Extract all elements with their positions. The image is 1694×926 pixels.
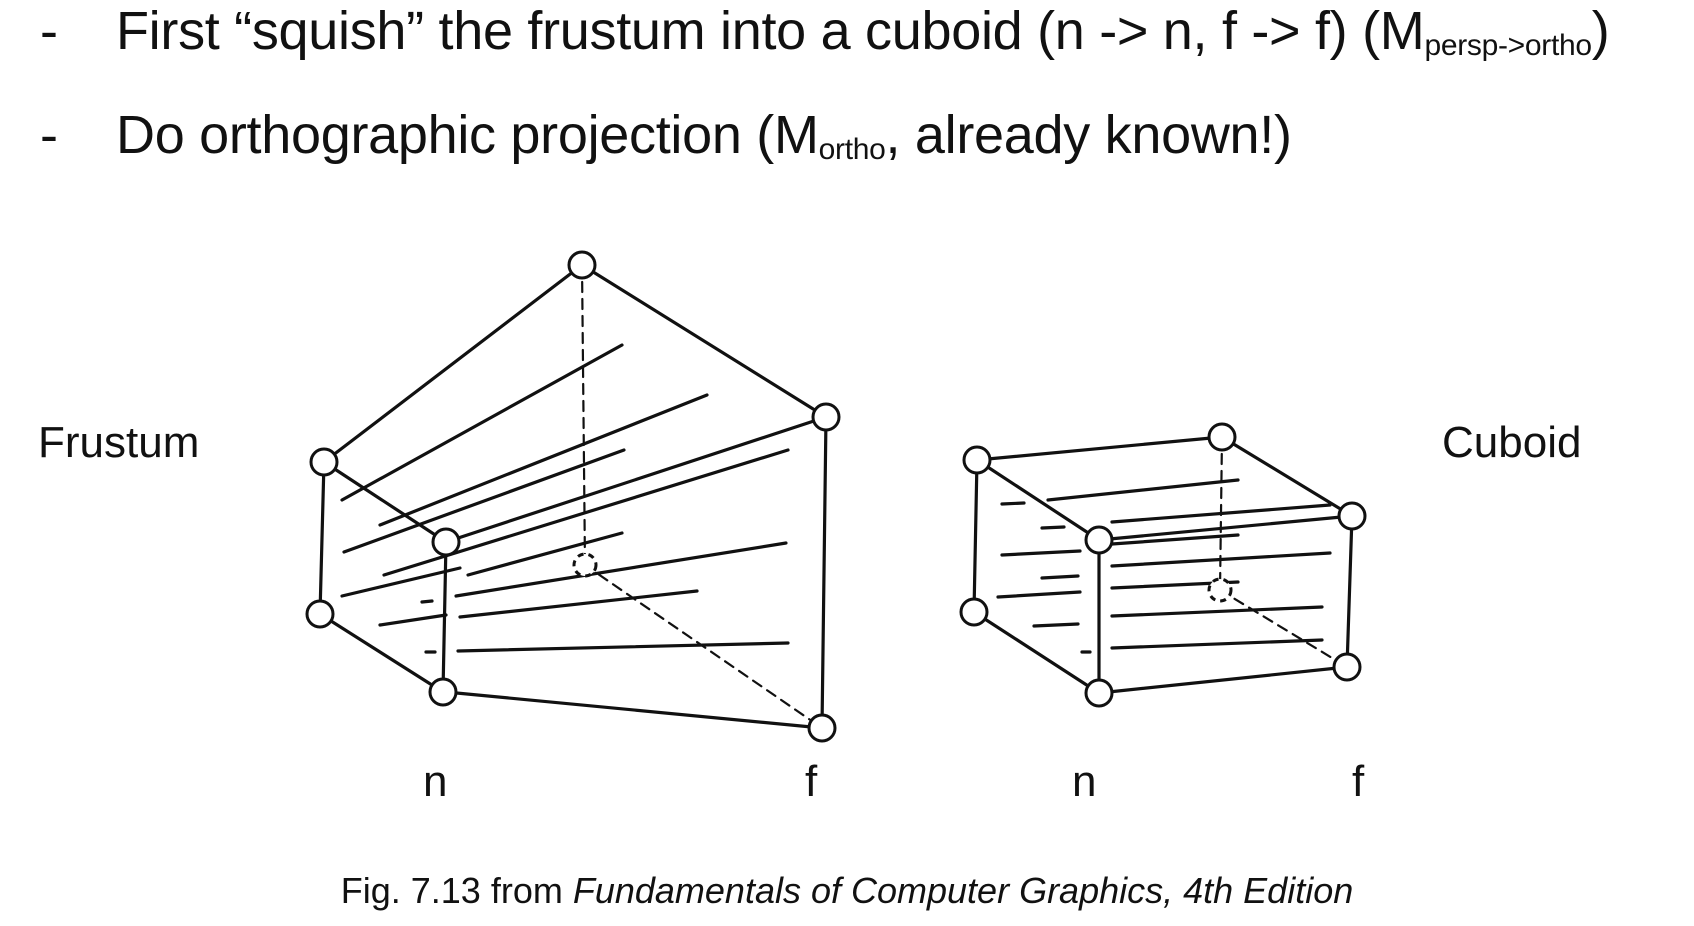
frustum-edge bbox=[444, 415, 828, 544]
cuboid-edge bbox=[1097, 665, 1349, 695]
frustum-edge bbox=[441, 540, 448, 694]
frustum-vertex bbox=[811, 402, 841, 432]
cuboid-vertex bbox=[1207, 422, 1237, 452]
caption-book-title: Fundamentals of Computer Graphics, 4th E… bbox=[572, 870, 1354, 911]
cuboid-depth-line bbox=[1046, 478, 1240, 502]
frustum-vertex bbox=[567, 250, 597, 280]
bullet-dash: - bbox=[40, 1, 58, 61]
frustum-far-label: f bbox=[805, 757, 818, 806]
bullet-ortho: - Do orthographic projection (Mortho, al… bbox=[40, 104, 1292, 166]
cuboid-hidden-edge bbox=[1218, 588, 1349, 669]
frustum-depth-line bbox=[466, 531, 624, 577]
cuboid-edge bbox=[1097, 514, 1354, 542]
cuboid-vertex bbox=[1332, 652, 1362, 682]
frustum-edge bbox=[820, 415, 828, 730]
cuboid-edge bbox=[972, 458, 979, 614]
frustum-depth-line bbox=[340, 566, 462, 598]
caption-prefix: Fig. 7.13 from bbox=[340, 870, 573, 911]
frustum-hidden-vertex bbox=[572, 552, 598, 578]
frustum-edge bbox=[318, 460, 326, 616]
bullet-text-after: , already known!) bbox=[885, 105, 1292, 165]
cuboid-depth-line bbox=[1110, 533, 1240, 546]
cuboid-depth-line bbox=[1110, 503, 1332, 524]
cuboid-depth-line bbox=[1110, 605, 1324, 618]
frustum-depth-line bbox=[458, 589, 699, 619]
cuboid-edge bbox=[1220, 435, 1354, 518]
cuboid-depth-line bbox=[1032, 622, 1080, 628]
cuboid-vertex bbox=[962, 445, 992, 475]
frustum-depth-line bbox=[456, 641, 790, 653]
cuboid-edge bbox=[1345, 514, 1354, 669]
frustum-vertex bbox=[309, 447, 339, 477]
frustum-edge bbox=[322, 460, 448, 544]
cuboid-depth-line bbox=[1110, 551, 1332, 568]
bullet-dash: - bbox=[40, 105, 58, 165]
bullet-text: First “squish” the frustum into a cuboid… bbox=[116, 0, 1610, 62]
cuboid-depth-line bbox=[1040, 574, 1080, 580]
cuboid-depth-line bbox=[1110, 638, 1324, 650]
bullet-text-before: Do orthographic projection (M bbox=[116, 105, 819, 165]
frustum-depth-line bbox=[342, 448, 626, 554]
bullet-text-after: ) bbox=[1591, 1, 1610, 61]
cuboid-far-label: f bbox=[1352, 757, 1365, 806]
bullet-text: Do orthographic projection (Mortho, alre… bbox=[116, 104, 1292, 166]
frustum-depth-line bbox=[454, 541, 788, 598]
frustum-depth-line bbox=[420, 599, 434, 604]
frustum-edge bbox=[444, 690, 824, 730]
frustum-depth-line bbox=[378, 613, 448, 627]
matrix-subscript: ortho bbox=[818, 133, 886, 166]
cuboid-depth-line bbox=[1040, 525, 1066, 530]
cuboid-depth-line bbox=[996, 590, 1082, 599]
frustum-near-label: n bbox=[423, 757, 448, 806]
frustum-drawing bbox=[305, 250, 841, 743]
frustum-edge bbox=[318, 612, 445, 694]
cuboid-depth-line bbox=[1000, 549, 1082, 557]
cuboid-vertex bbox=[959, 597, 989, 627]
frustum-vertex bbox=[428, 677, 458, 707]
cuboid-edge bbox=[972, 610, 1101, 695]
frustum-edge bbox=[580, 263, 828, 419]
cuboid-drawing bbox=[959, 422, 1367, 708]
matrix-subscript: persp->ortho bbox=[1424, 29, 1592, 62]
frustum-depth-line bbox=[340, 343, 624, 502]
figure-caption: Fig. 7.13 from Fundamentals of Computer … bbox=[0, 870, 1694, 912]
frustum-vertex bbox=[431, 527, 461, 557]
frustum-hidden-edge bbox=[580, 263, 587, 567]
cuboid-vertex bbox=[1084, 678, 1114, 708]
frustum-edge bbox=[322, 263, 584, 464]
bullet-text-before: First “squish” the frustum into a cuboid… bbox=[116, 1, 1425, 61]
bullet-squish: - First “squish” the frustum into a cubo… bbox=[40, 0, 1610, 62]
cuboid-edge bbox=[975, 435, 1224, 462]
cuboid-vertex bbox=[1084, 525, 1114, 555]
cuboid-depth-line bbox=[1000, 501, 1026, 506]
cuboid-label: Cuboid bbox=[1442, 418, 1582, 467]
frustum-vertex bbox=[305, 599, 335, 629]
frustum-label: Frustum bbox=[38, 418, 200, 467]
cuboid-edge bbox=[975, 458, 1101, 542]
cuboid-vertex bbox=[1337, 501, 1367, 531]
frustum-depth-line bbox=[378, 393, 709, 527]
cuboid-near-label: n bbox=[1072, 757, 1097, 806]
cuboid-hidden-vertex bbox=[1207, 577, 1233, 603]
frustum-vertex bbox=[807, 713, 837, 743]
